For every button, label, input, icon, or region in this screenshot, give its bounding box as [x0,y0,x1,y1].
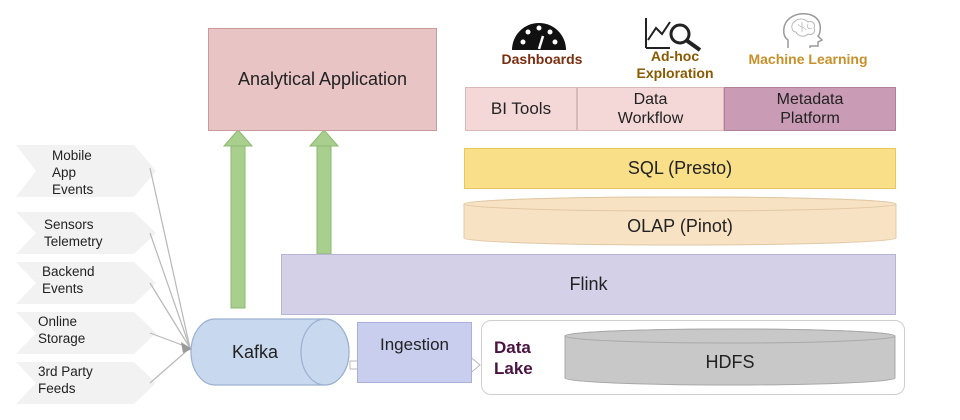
analytical-application-box: Analytical Application [208,28,437,131]
brain-icon [783,13,824,48]
ingestion-box: Ingestion [357,322,472,383]
sql-presto-box: SQL (Presto) [464,148,896,189]
data-lake-label: Data Lake [494,338,533,378]
sql-presto-label: SQL (Presto) [627,158,733,178]
dashboards-label: Dashboards [501,51,583,67]
flink-box: Flink [281,254,896,315]
data-workflow-box: Data Workflow [577,87,724,131]
bi-tools-box: BI Tools [465,87,577,131]
source-chevron-3rdparty [16,362,156,404]
gauge-icon [512,23,566,50]
analytical-application-label: Analytical Application [237,69,408,89]
kafka-text: Kafka [210,336,300,368]
olap-cylinder [463,196,897,246]
hdfs-cylinder [564,328,896,386]
flink-label: Flink [569,274,608,294]
kafka-label: Kafka [231,341,279,362]
ingestion-label: Ingestion [380,335,449,354]
source-chevron-online [16,312,156,354]
hdfs-text: HDFS [564,346,896,378]
machine-learning-label: Machine Learning [748,51,868,67]
source-chevron-sensors [16,212,156,254]
adhoc-exploration-label: Ad-hoc Exploration [636,48,714,81]
metadata-platform-label: Metadata Platform [776,91,844,127]
source-label-backend: Backend Events [42,264,95,296]
bi-tools-label: BI Tools [490,99,552,118]
source-label-mobile: Mobile App Events [52,148,94,197]
source-label-sensors: Sensors Telemetry [44,217,103,249]
source-chevron-mobile [16,145,156,197]
olap-pinot-text: OLAP (Pinot) [463,210,897,242]
source-label-3rdparty: 3rd Party Feeds [38,364,93,396]
magnifier-chart-icon [645,18,702,52]
data-workflow-label: Data Workflow [617,91,684,127]
olap-pinot-label: OLAP (Pinot) [627,215,733,236]
kafka-cylinder [190,318,350,386]
source-chevron-backend [16,262,156,304]
metadata-platform-box: Metadata Platform [724,87,896,131]
hdfs-label: HDFS [705,351,755,372]
source-label-online: Online Storage [38,314,86,346]
